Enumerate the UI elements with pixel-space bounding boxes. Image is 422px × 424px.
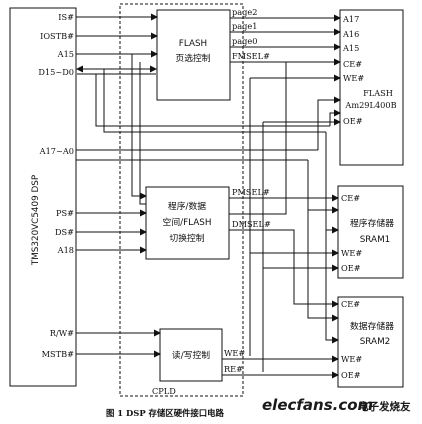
- rw-we-label: WE#: [224, 348, 245, 358]
- wire-group-rw-outputs: [222, 355, 339, 379]
- wire-group-dsp-to-switch: [76, 54, 147, 254]
- flash-chip-line2: Am29L400B: [344, 100, 396, 110]
- flash-we: WE#: [343, 73, 364, 83]
- wire-group-dsp-to-rw: [76, 329, 161, 358]
- flash-page-select-block: [156, 9, 231, 101]
- sram2-line2: SRAM2: [360, 337, 391, 347]
- dsp-label: TMS320VC5409 DSP: [31, 175, 41, 266]
- flash-page-title: FLASH: [179, 39, 207, 49]
- wire-group-page-outputs: [230, 14, 341, 66]
- signal-is: IS#: [58, 12, 74, 22]
- watermark-cn: 电子发烧友: [358, 400, 411, 413]
- signal-a15: A15: [57, 49, 74, 59]
- sram1-ce: CE#: [341, 193, 360, 203]
- elecfans-logo: elecfans.com 电子发烧友: [262, 396, 411, 414]
- sram2-ce: CE#: [341, 299, 360, 309]
- sram1-line1: 程序存储器: [350, 217, 394, 229]
- sram2-line1: 数据存储器: [350, 320, 394, 332]
- dmsel-label: DMSEL#: [232, 219, 271, 229]
- wire-group-switch-outputs: [229, 62, 339, 308]
- flash-chip-line1: FLASH: [363, 88, 393, 98]
- cpld-region: [119, 3, 244, 397]
- flash-a15: A15: [342, 43, 359, 53]
- flash-oe: OE#: [343, 116, 363, 126]
- signal-d15-d0: D15~D0: [38, 67, 74, 77]
- flash-a17: A17: [342, 14, 359, 24]
- watermark-brand: elecfans.com: [262, 396, 373, 414]
- rw-re-label: RE#: [224, 364, 243, 374]
- page2-label: page2: [232, 7, 257, 17]
- signal-iostb: IOSTB#: [40, 31, 74, 41]
- wire-group-address-bus: [76, 96, 341, 322]
- sram2-block: [337, 296, 404, 388]
- signal-rw: R/W#: [50, 328, 74, 338]
- flash-a16: A16: [342, 29, 359, 39]
- switch-line2: 空间/FLASH: [163, 216, 212, 228]
- pmsel-label: PMSEL#: [232, 187, 270, 197]
- signal-a18: A18: [57, 245, 74, 255]
- fmsel-label: FMSEL#: [232, 51, 270, 61]
- page0-label: page0: [232, 36, 257, 46]
- signal-ds: DS#: [55, 227, 74, 237]
- cpld-label: CPLD: [152, 386, 176, 396]
- figure-caption: 图 1 DSP 存储区硬件接口电路: [106, 408, 225, 418]
- wire-group-dsp-to-flash-ctrl: [76, 13, 158, 75]
- signal-a17-a0: A17~A0: [39, 146, 74, 156]
- sram2-we: WE#: [341, 354, 362, 364]
- sram1-oe: OE#: [341, 263, 361, 273]
- rw-control-block: [159, 328, 223, 382]
- wire-group-flash-we-oe: [249, 74, 341, 372]
- wire-group-data-bus: [95, 69, 341, 344]
- space-switch-block: [145, 186, 230, 260]
- sram1-block: [337, 185, 404, 279]
- switch-line1: 程序/数据: [168, 200, 206, 212]
- signal-ps: PS#: [56, 208, 74, 218]
- signal-mstb: MSTB#: [42, 349, 74, 359]
- dsp-block: [9, 7, 77, 387]
- rw-control-label: 读/写控制: [172, 349, 210, 361]
- flash-page-subtitle: 页选控制: [175, 52, 210, 64]
- flash-chip-block: [339, 9, 404, 166]
- wire-group-sram1-we-oe: [250, 249, 339, 272]
- sram1-we: WE#: [341, 248, 362, 258]
- sram1-line2: SRAM1: [360, 235, 391, 245]
- switch-line3: 切换控制: [169, 232, 204, 244]
- page1-label: page1: [232, 21, 257, 31]
- sram2-oe: OE#: [341, 370, 361, 380]
- flash-ce: CE#: [343, 59, 362, 69]
